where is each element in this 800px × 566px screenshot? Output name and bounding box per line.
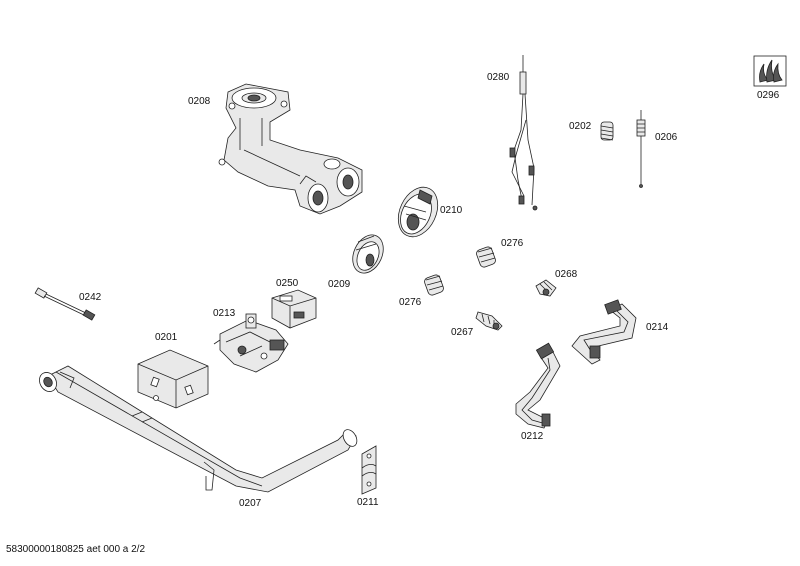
part-0276-spring-a[interactable] bbox=[475, 246, 496, 268]
label-0242: 0242 bbox=[79, 292, 102, 303]
label-0209: 0209 bbox=[328, 279, 351, 290]
label-0212: 0212 bbox=[521, 431, 544, 442]
part-0214-pipe[interactable] bbox=[571, 299, 637, 365]
part-0209-disc[interactable] bbox=[347, 230, 389, 278]
part-0267-nozzle[interactable] bbox=[475, 311, 503, 331]
label-0214: 0214 bbox=[646, 322, 669, 333]
part-0207-pipe[interactable] bbox=[36, 365, 360, 493]
label-0201: 0201 bbox=[155, 332, 178, 343]
label-0210: 0210 bbox=[440, 205, 463, 216]
label-0208: 0208 bbox=[188, 96, 211, 107]
part-0250-control-module[interactable] bbox=[271, 289, 317, 329]
part-0201-box[interactable] bbox=[137, 349, 209, 409]
part-0206-electrode[interactable] bbox=[636, 110, 646, 188]
label-0267: 0267 bbox=[451, 327, 474, 338]
label-0207: 0207 bbox=[239, 498, 262, 509]
label-0296: 0296 bbox=[757, 90, 780, 101]
part-0212-pipe[interactable] bbox=[515, 342, 561, 429]
part-0208-manifold[interactable] bbox=[218, 83, 363, 215]
part-0213-gas-valve[interactable] bbox=[213, 313, 289, 373]
label-0206: 0206 bbox=[655, 132, 678, 143]
label-0276-a: 0276 bbox=[501, 238, 524, 249]
part-0210-burner-disc[interactable] bbox=[391, 181, 446, 243]
label-0211: 0211 bbox=[357, 497, 379, 508]
flame-icon bbox=[753, 55, 787, 87]
label-0280: 0280 bbox=[487, 72, 510, 83]
part-0276-spring-b[interactable] bbox=[423, 274, 444, 296]
part-0202-spring[interactable] bbox=[600, 121, 614, 141]
part-0268-nozzle[interactable] bbox=[535, 279, 557, 297]
document-footer: 58300000180825 aet 000 a 2/2 bbox=[6, 544, 146, 555]
part-0211-bracket[interactable] bbox=[361, 445, 377, 495]
label-0250: 0250 bbox=[276, 278, 299, 289]
part-0280-ignition-cable[interactable] bbox=[509, 55, 538, 211]
part-0242-cable[interactable] bbox=[34, 287, 96, 321]
label-0276-b: 0276 bbox=[399, 297, 422, 308]
label-0268: 0268 bbox=[555, 269, 578, 280]
label-0202: 0202 bbox=[569, 121, 592, 132]
label-0213: 0213 bbox=[213, 308, 236, 319]
